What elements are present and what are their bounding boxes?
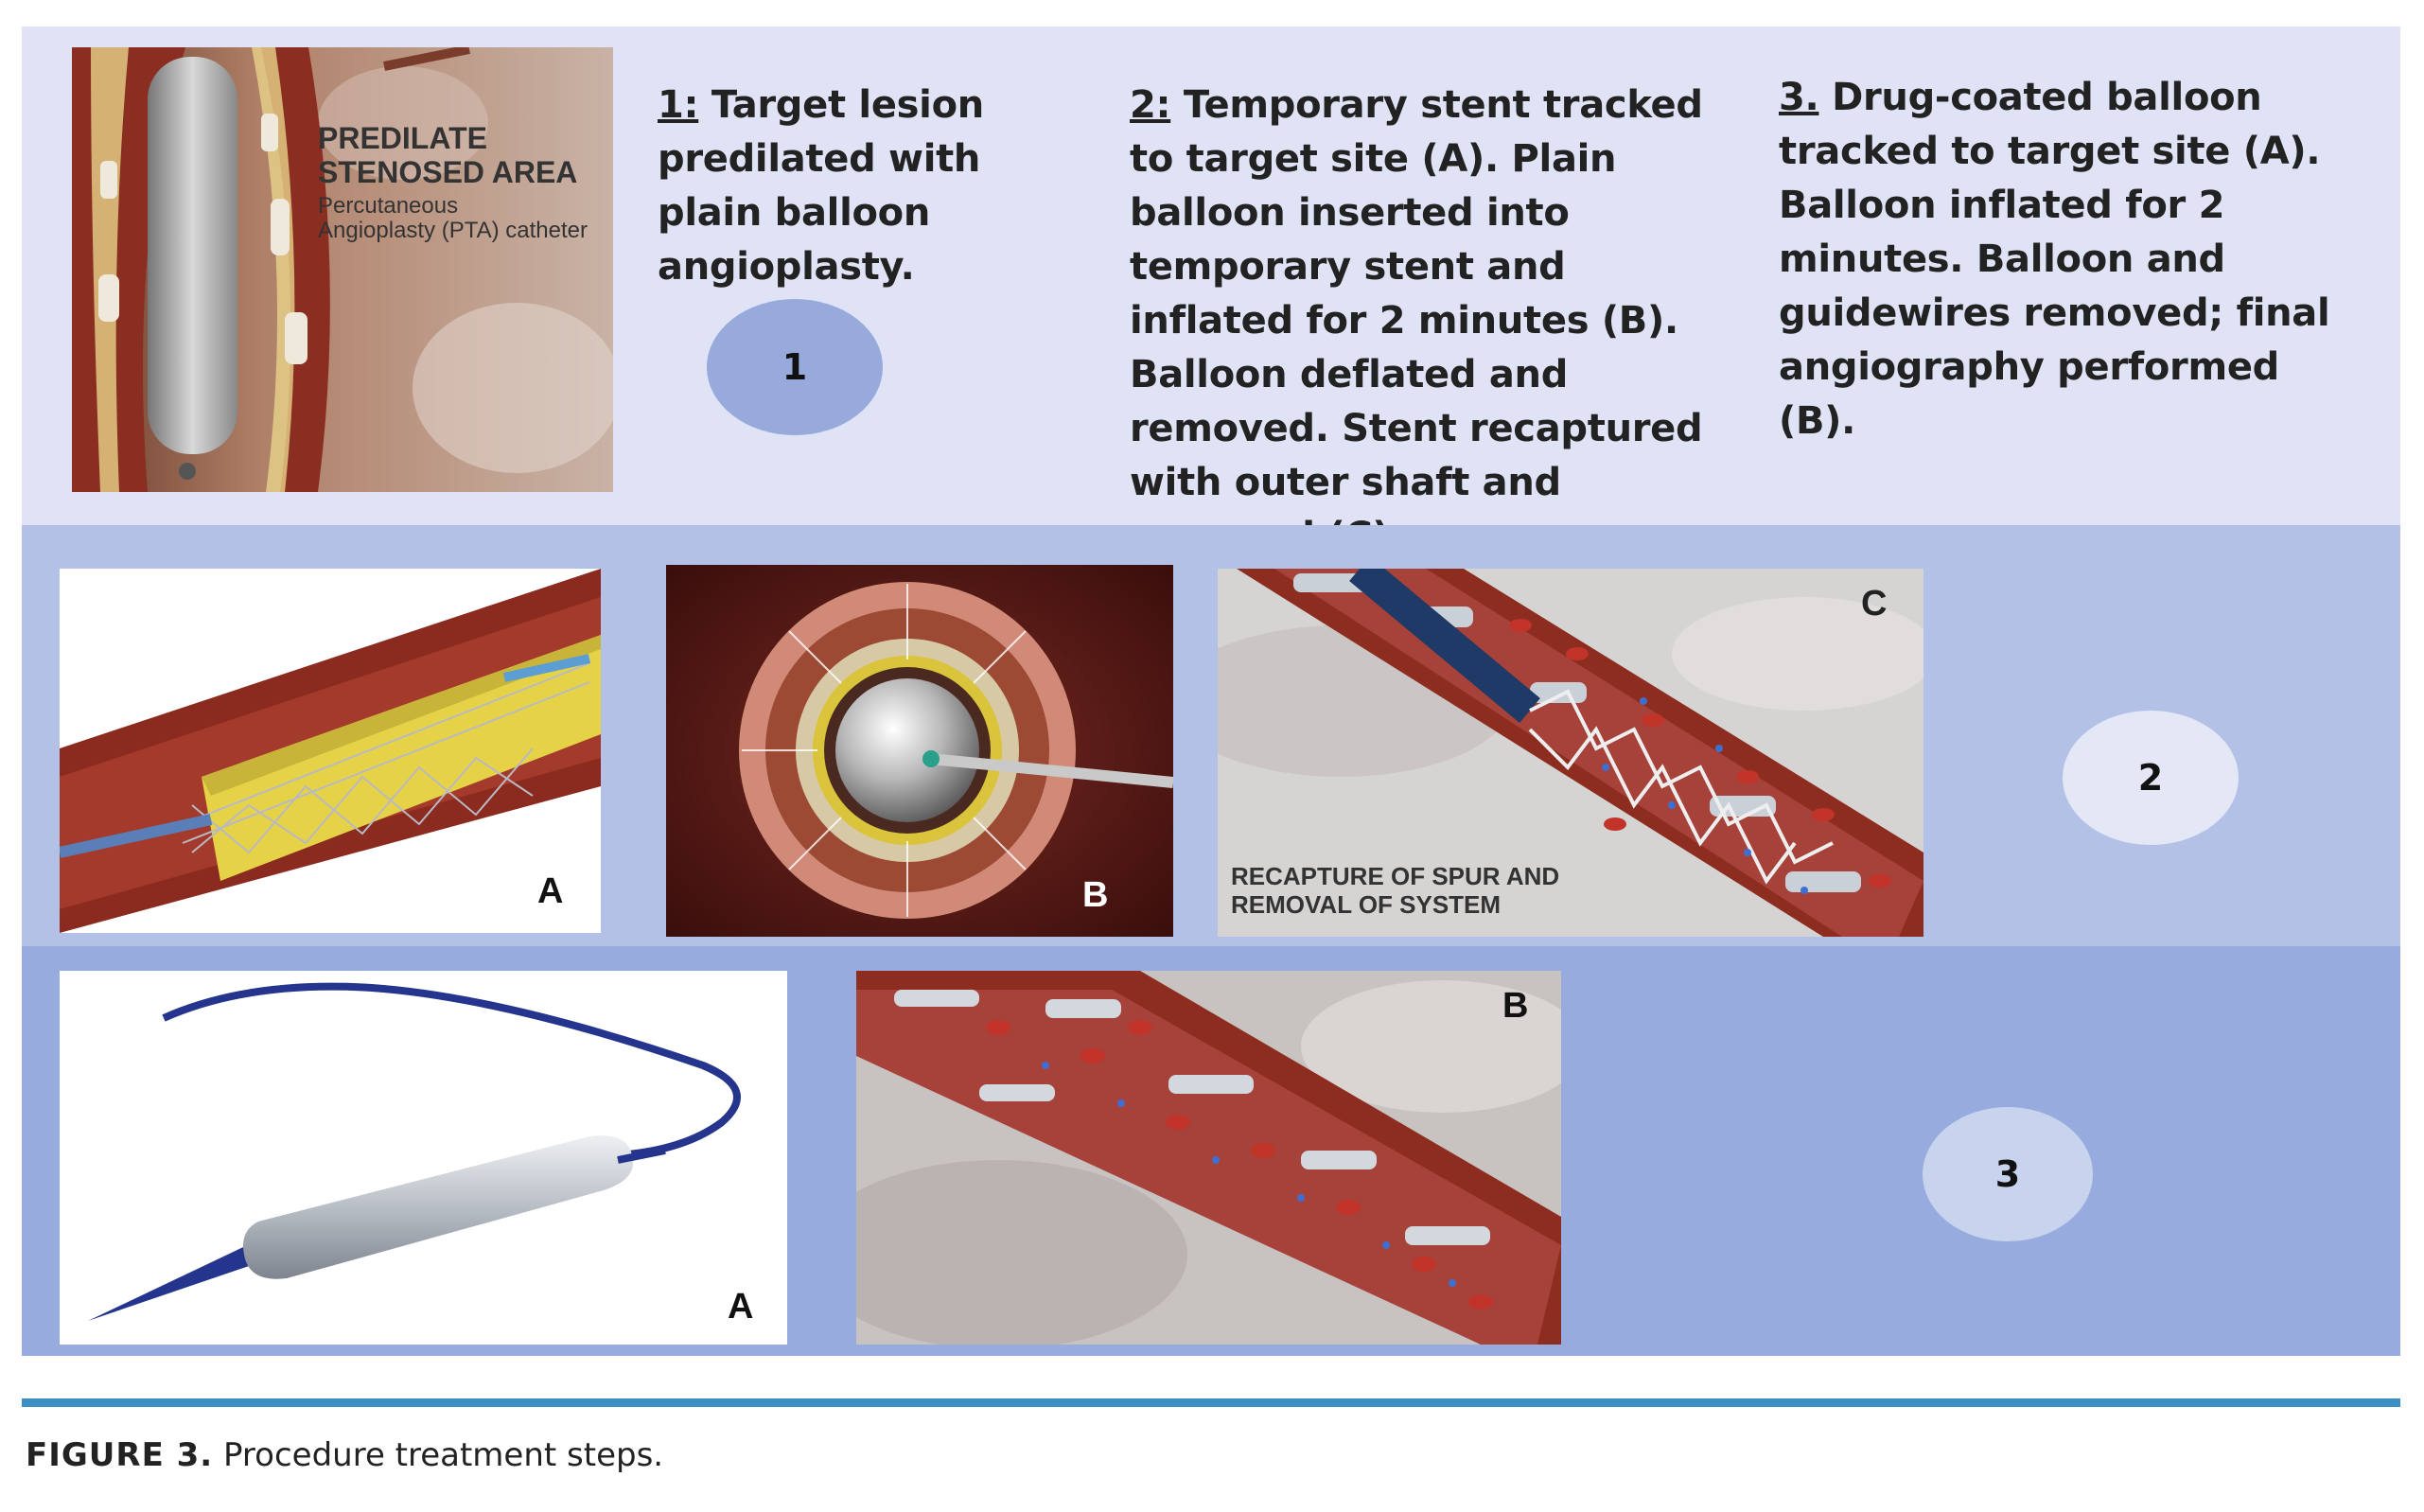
step-2-row: A [22,525,2400,946]
step-1-marker: 1 [707,299,883,435]
step-3-description: 3. Drug-coated balloon tracked to target… [1779,71,2346,448]
step-2-text: Temporary stent tracked to target site (… [1130,83,1703,558]
stent-tracking-illustration: A [60,569,601,933]
stent-recapture-illustration: C RECAPTURE OF SPUR AND REMOVAL OF SYSTE… [1218,569,1923,937]
recapture-caption-line2: REMOVAL OF SYSTEM [1231,890,1502,919]
panel-2a-label: A [537,871,564,911]
figure-caption-text: Procedure treatment steps. [213,1436,664,1474]
final-angiography-illustration: B [856,971,1561,1345]
drug-coated-balloon-illustration: A [60,971,787,1345]
step-1-text: Target lesion predilated with plain ball… [658,83,984,289]
figure-label: FIGURE 3. [26,1436,214,1474]
predilate-title-line1: PREDILATE [318,121,487,155]
step-3-marker: 3 [1923,1107,2093,1241]
step-2-marker: 2 [2063,711,2239,845]
step-1-number: 1: [658,83,699,127]
figure: PREDILATE STENOSED AREA Percutaneous Ang… [22,26,2400,1356]
step-2-description: 2: Temporary stent tracked to target sit… [1130,79,1735,564]
step-3-text: Drug-coated balloon tracked to target si… [1779,76,2330,443]
panel-3b-label: B [1502,986,1529,1026]
step-3-row: A [22,946,2400,1356]
figure-caption: FIGURE 3. Procedure treatment steps. [26,1436,663,1474]
step-1-row: PREDILATE STENOSED AREA Percutaneous Ang… [22,26,2400,558]
panel-2b-label: B [1082,875,1109,915]
predilate-subtitle-line2: Angioplasty (PTA) catheter [318,218,588,243]
step-1-description: 1: Target lesion predilated with plain b… [658,79,1074,294]
predilate-title-line2: STENOSED AREA [318,155,578,189]
panel-2c-label: C [1861,584,1888,624]
recapture-caption-line1: RECAPTURE OF SPUR AND [1231,862,1560,890]
caption-divider [22,1398,2400,1407]
balloon-inflation-cross-section: B [666,565,1173,937]
predilation-illustration: PREDILATE STENOSED AREA Percutaneous Ang… [72,47,613,492]
predilate-subtitle-line1: Percutaneous [318,193,459,219]
panel-3a-label: A [728,1287,754,1327]
step-3-number: 3. [1779,76,1819,119]
step-2-number: 2: [1130,83,1171,127]
